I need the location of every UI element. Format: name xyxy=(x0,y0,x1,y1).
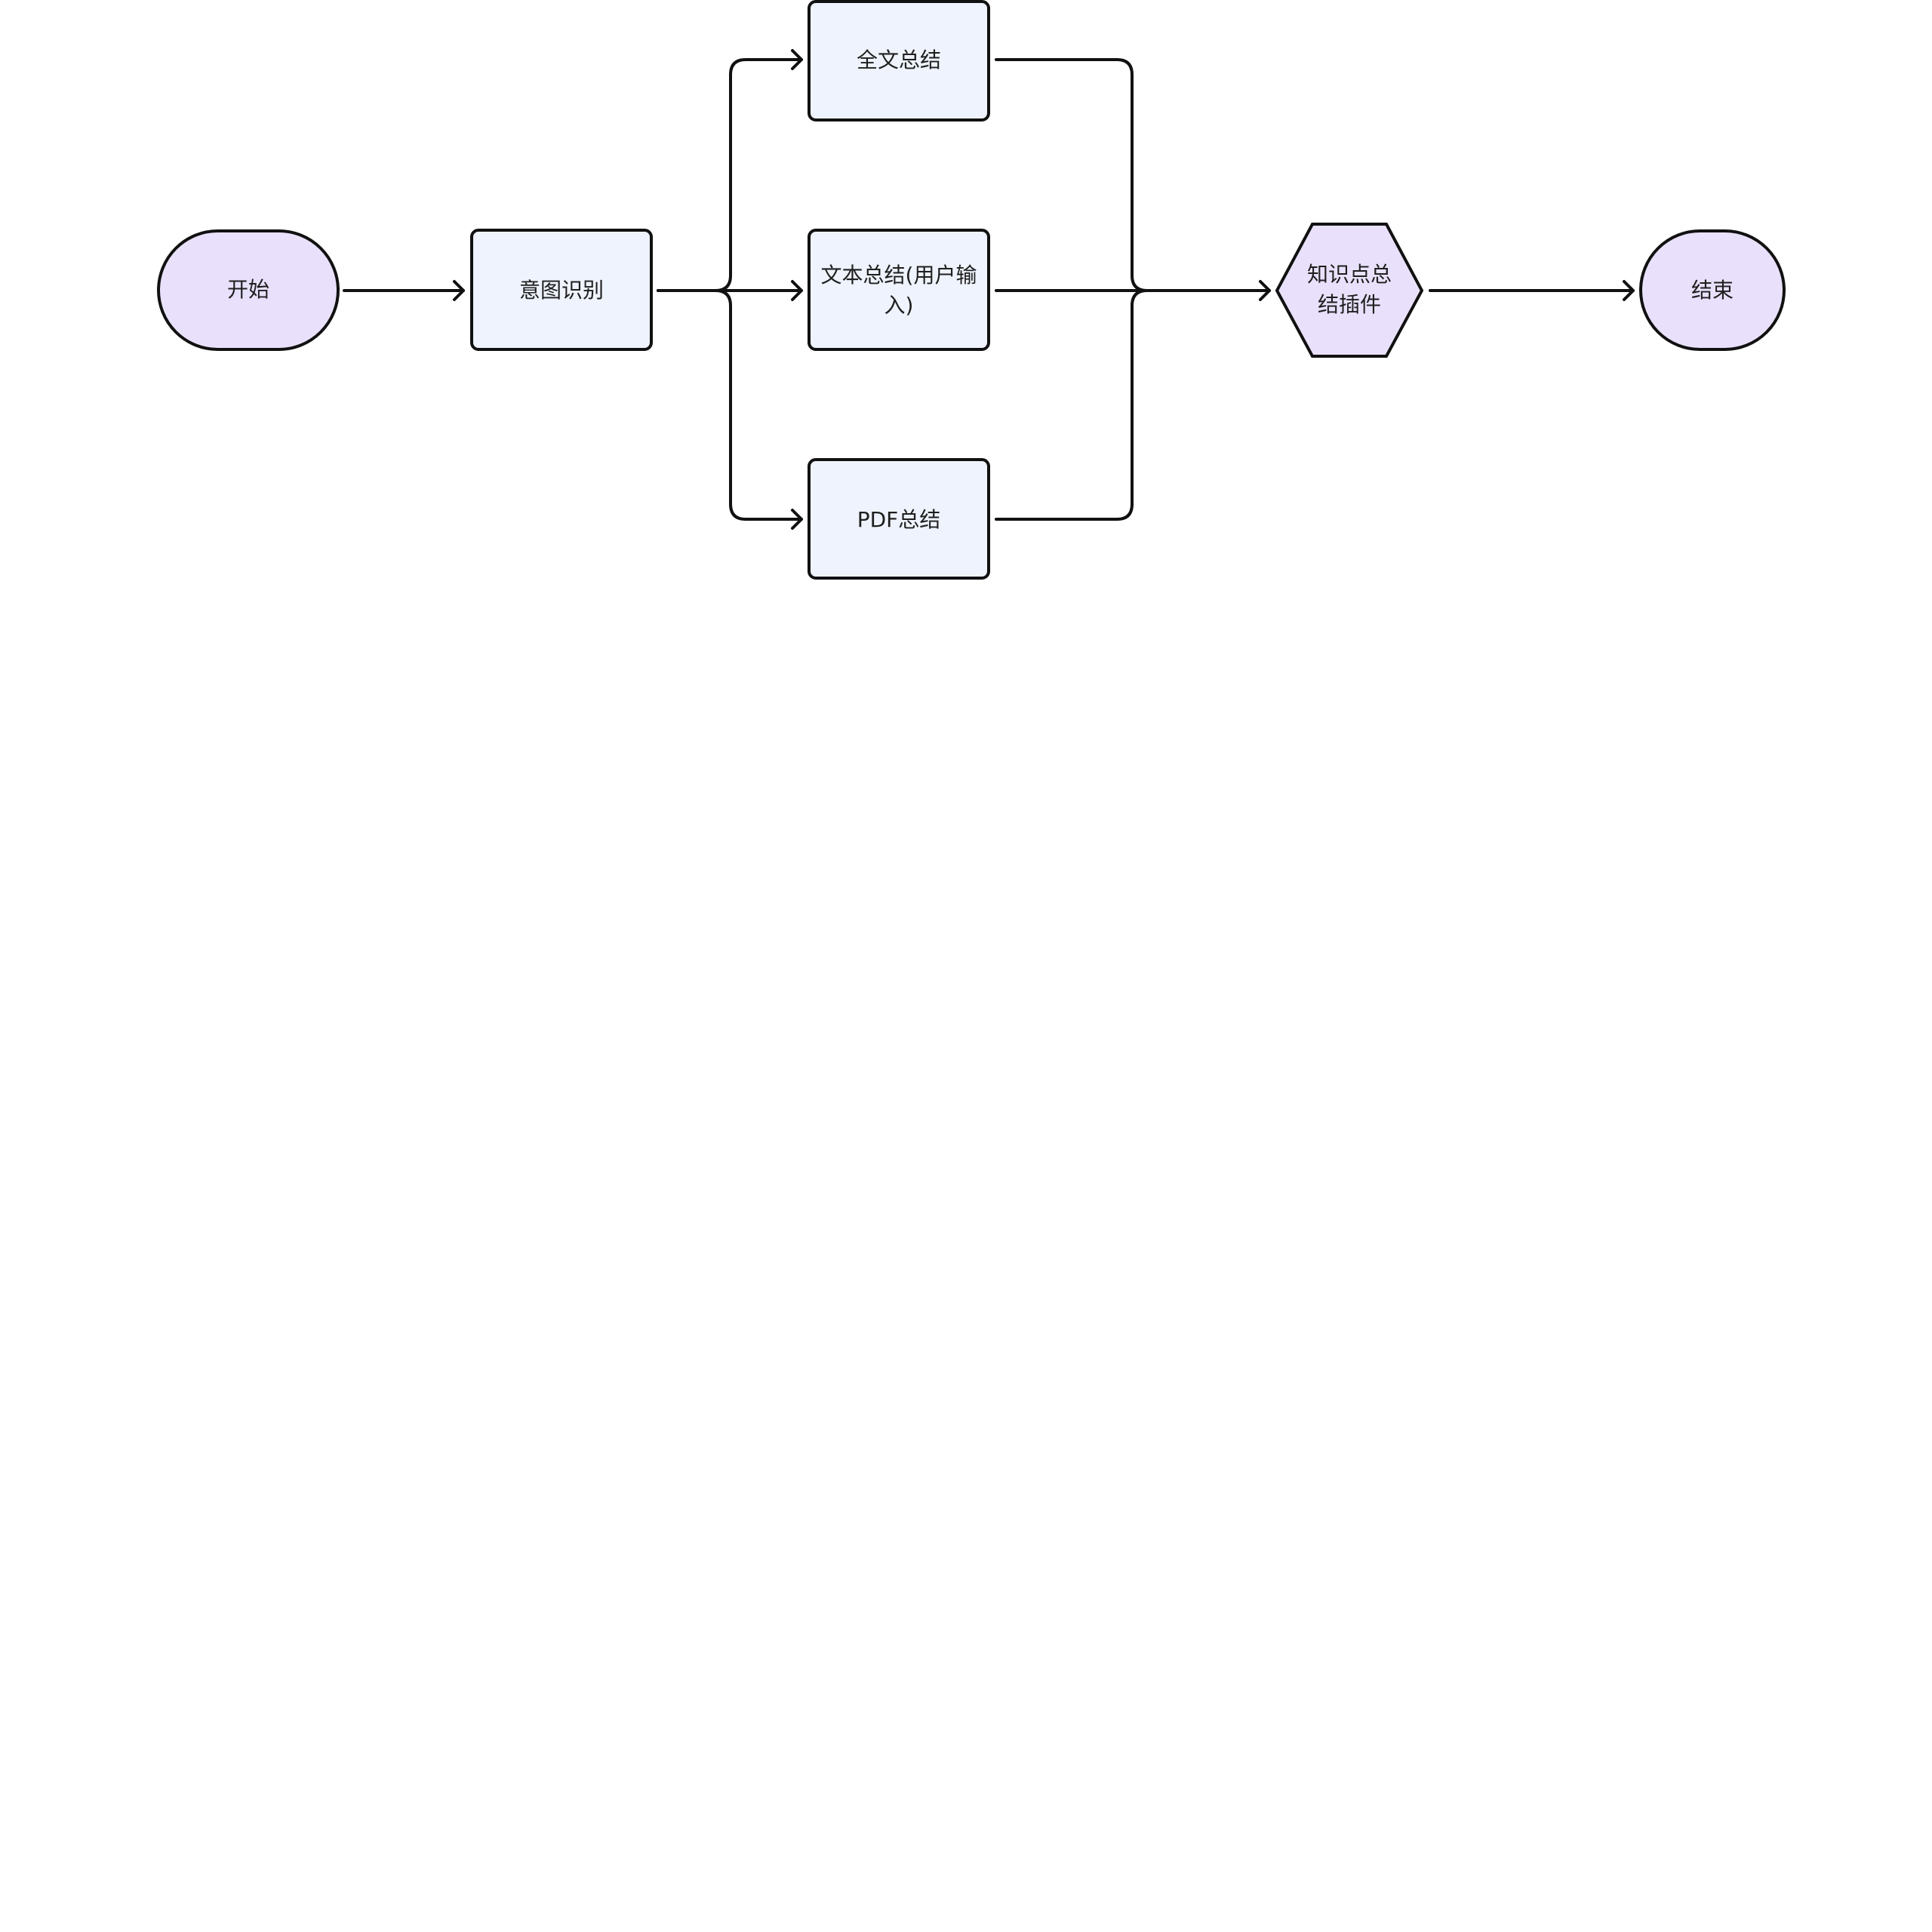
full-summary-label: 全文总结 xyxy=(857,48,941,72)
node-pdf-summary[interactable]: PDF总结 xyxy=(808,458,990,580)
text-summary-label-line-2: 入) xyxy=(884,293,914,318)
arrowhead-plugin xyxy=(1259,280,1271,301)
edge-intent-to-full-summary xyxy=(657,58,803,292)
intent-label: 意图识别 xyxy=(519,278,604,303)
arrowhead-intent xyxy=(453,280,465,301)
node-end[interactable]: 结束 xyxy=(1639,229,1786,351)
node-intent-recognition[interactable]: 意图识别 xyxy=(470,229,653,351)
edge-full-summary-to-plugin xyxy=(995,58,1271,292)
end-terminal-shape xyxy=(1639,229,1786,351)
edge-pdf-summary-to-plugin xyxy=(995,289,1271,521)
plugin-label-line-2: 结插件 xyxy=(1318,292,1381,317)
start-terminal-shape xyxy=(157,229,340,351)
node-start[interactable]: 开始 xyxy=(157,229,340,351)
arrowhead-full-summary xyxy=(791,49,803,70)
edges xyxy=(343,49,1635,530)
arrowhead-pdf-summary xyxy=(791,509,803,530)
intent-process-shape xyxy=(470,229,653,351)
text-summary-label-line-1: 文本总结(用户输 xyxy=(821,263,977,288)
node-full-summary[interactable]: 全文总结 xyxy=(808,0,990,122)
arrowhead-text-summary xyxy=(791,280,803,301)
end-label: 结束 xyxy=(1691,278,1734,303)
node-knowledge-plugin[interactable]: 知识点总 结插件 xyxy=(1275,223,1424,358)
plugin-hexagon-shape xyxy=(1275,223,1424,358)
node-text-summary[interactable]: 文本总结(用户输 入) xyxy=(808,229,990,351)
start-label: 开始 xyxy=(227,277,269,302)
arrowhead-end xyxy=(1623,280,1635,301)
full-summary-process-shape xyxy=(808,0,990,122)
pdf-summary-process-shape xyxy=(808,458,990,580)
plugin-label-line-1: 知识点总 xyxy=(1307,262,1392,287)
edge-intent-to-pdf-summary xyxy=(657,289,803,521)
text-summary-process-shape xyxy=(808,229,990,351)
pdf-summary-label: PDF总结 xyxy=(857,507,941,532)
